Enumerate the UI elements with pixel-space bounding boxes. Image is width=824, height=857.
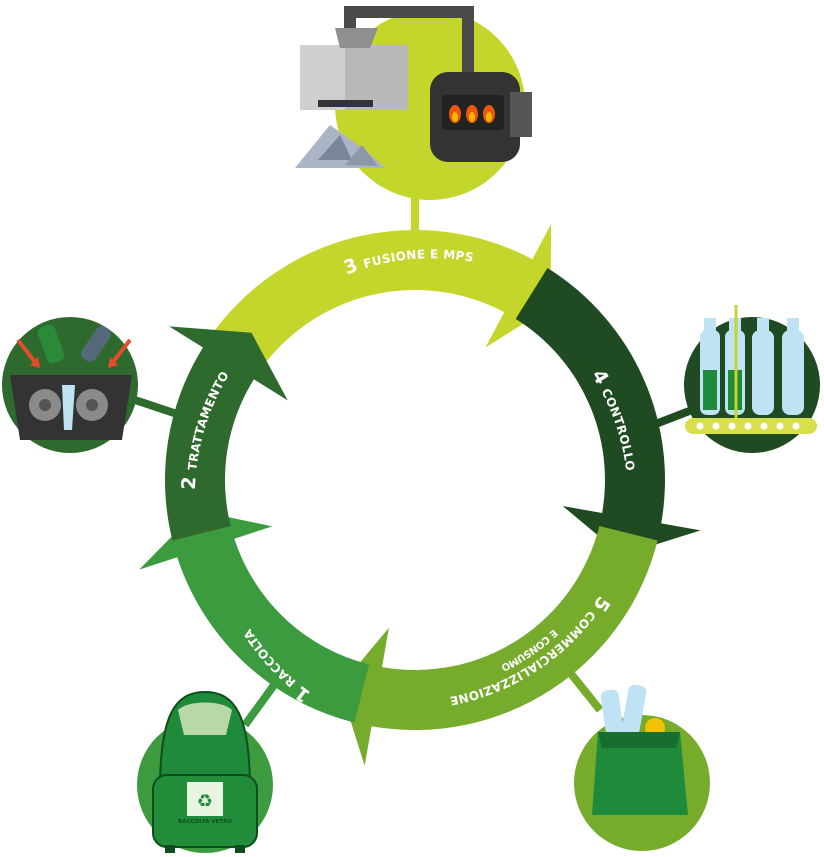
bin-label: RACCOLTA VETRO [178,819,232,825]
shopping-bag-icon [574,684,710,851]
furnace-icon [295,6,532,200]
ring-segment-step3 [210,223,552,372]
ring-segment-step4 [515,267,701,556]
cycle-ring [139,223,701,766]
ring-segment-step2 [165,326,288,541]
ring-segment-step5 [339,525,658,766]
glass-crusher-icon [2,317,138,453]
ring-segment-step1 [139,510,370,723]
bottle-conveyor-icon [684,305,820,453]
recycle-symbol-icon: ♻ [197,791,213,812]
recycling-bin-icon: ♻ RACCOLTA VETRO [137,690,273,853]
